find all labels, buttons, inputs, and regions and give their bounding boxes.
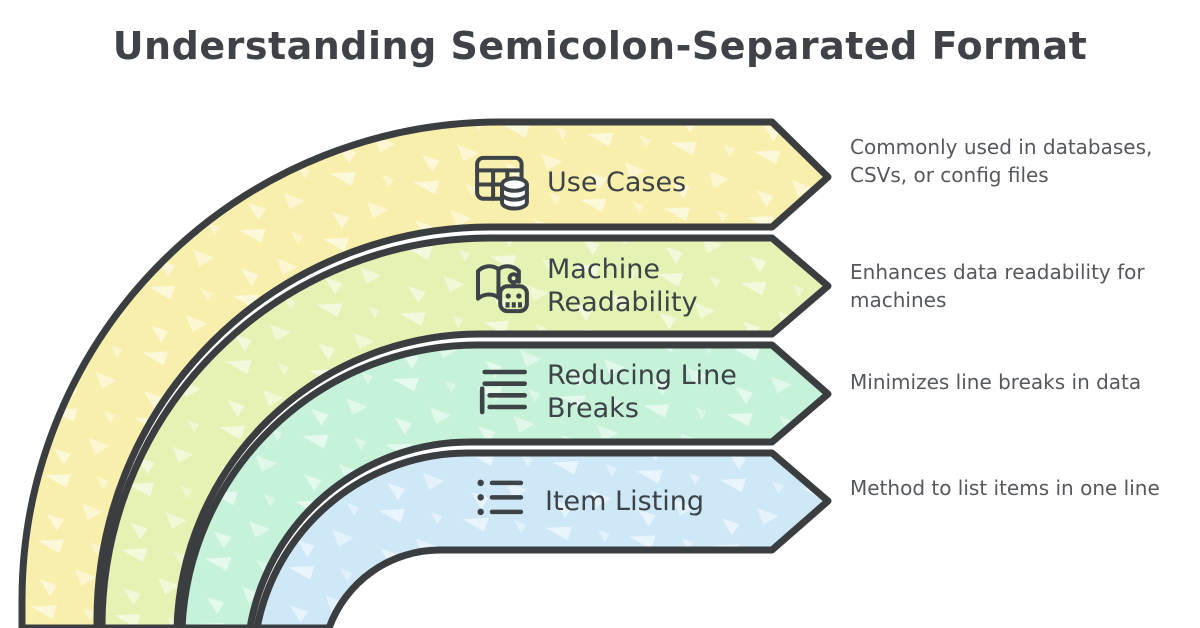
band-description-reducing-line-breaks: Minimizes line breaks in data [850,370,1142,394]
book-robot-icon [470,256,534,320]
band-label-item-listing: Item Listing [545,486,704,517]
align-list-icon [472,362,534,422]
database-table-icon [470,149,534,213]
band-description-use-cases: Commonly used in databases, CSVs, or con… [850,135,1153,187]
band-label-reducing-line-breaks: Reducing Line Breaks [547,360,737,424]
band-description-machine-readability: Enhances data readability for machines [850,260,1145,312]
band-label-use-cases: Use Cases [547,167,687,198]
page-title: Understanding Semicolon-Separated Format [112,24,1088,68]
band-description-item-listing: Method to list items in one line [850,476,1160,500]
band-label-machine-readability: Machine Readability [547,254,698,318]
bullet-list-icon [470,470,530,528]
